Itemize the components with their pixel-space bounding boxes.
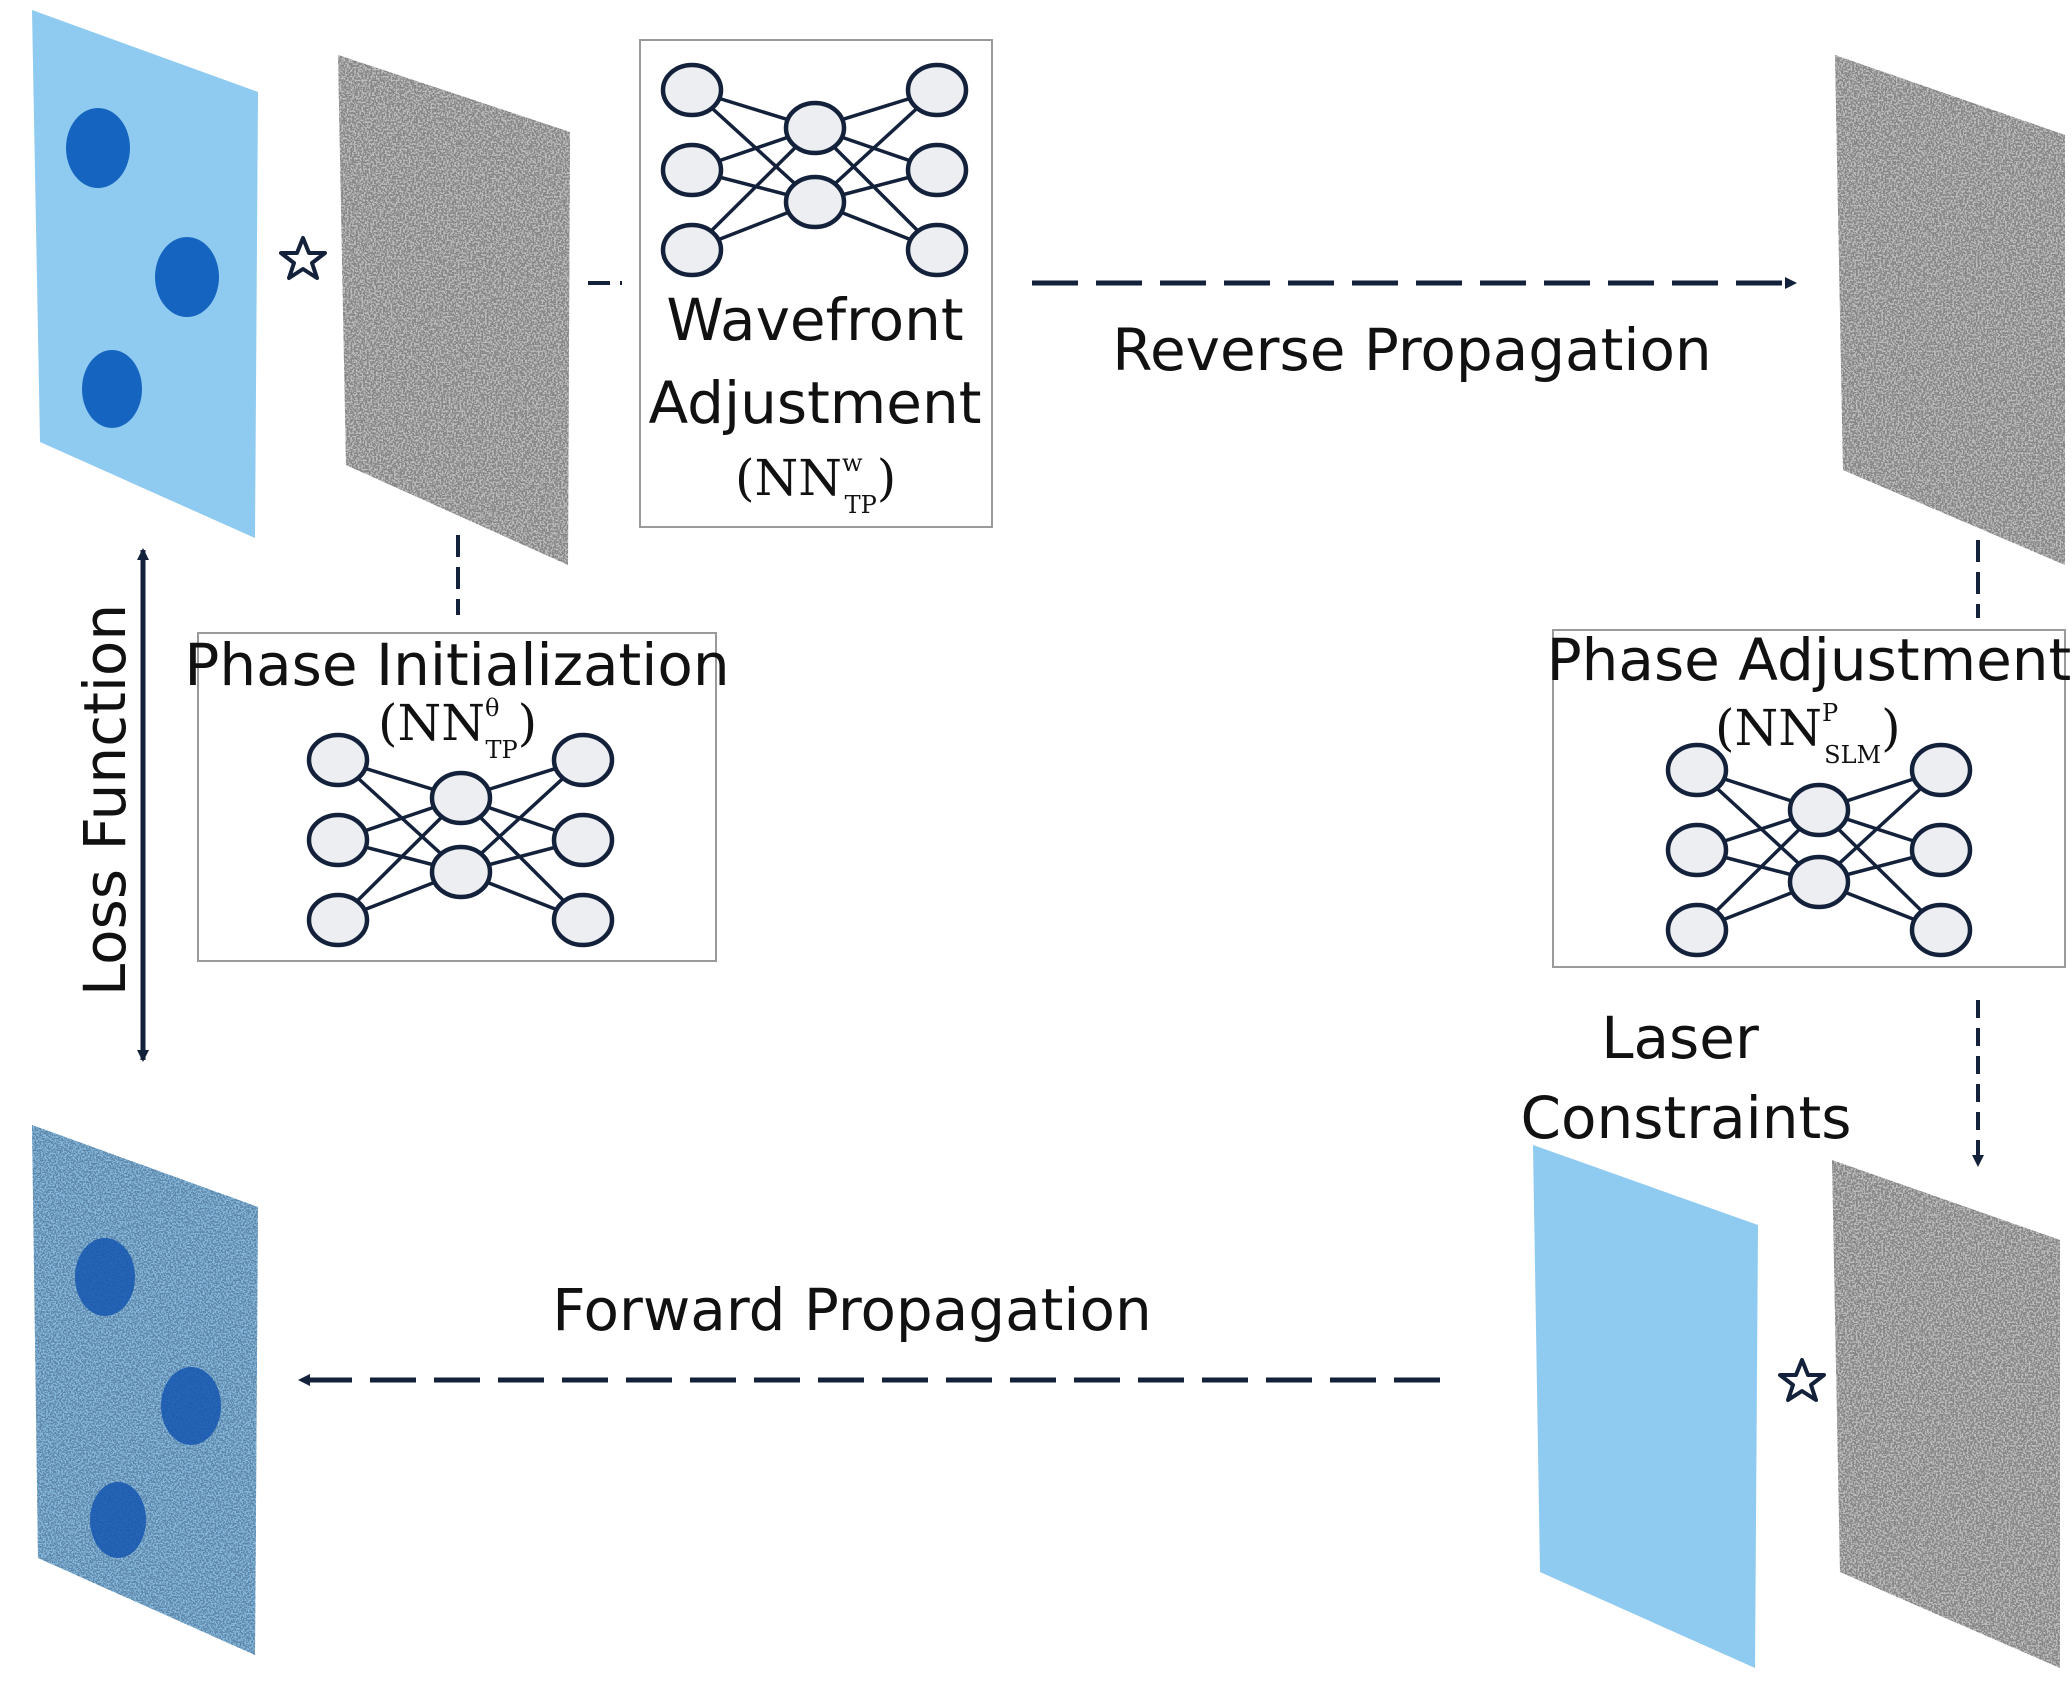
reverse-propagation-label: Reverse Propagation [1112, 316, 1711, 384]
reconstructed-spot [75, 1238, 135, 1316]
target-intensity-plane [32, 10, 258, 538]
neural-network-icon [660, 62, 969, 278]
laser-constraints-label-line1: Laser [1601, 1004, 1759, 1072]
star-icon [279, 236, 327, 280]
phase-plane-tp [338, 55, 570, 565]
laser-beam-plane [1533, 1145, 1758, 1668]
slm-phase-plane [1832, 1160, 2060, 1668]
neural-network-icon [1665, 742, 1973, 958]
star-icon [1778, 1358, 1826, 1402]
wavefront-label-line1: Wavefront [666, 286, 963, 354]
phase-adjustment-label: Phase Adjustment [1547, 626, 2072, 694]
reconstructed-intensity-plane [32, 1125, 258, 1655]
reconstructed-spot [161, 1367, 221, 1445]
phase-initialization-label: Phase Initialization [184, 631, 729, 699]
reconstructed-spot [90, 1482, 146, 1558]
target-spot [66, 108, 130, 188]
loss-function-label: Loss Function [71, 604, 139, 996]
wavefront-label-line2: Adjustment [649, 369, 982, 437]
laser-constraints-label-line2: Constraints [1521, 1084, 1852, 1152]
phase-plane-slm [1835, 55, 2065, 565]
target-spot [82, 350, 142, 428]
target-spot [155, 237, 219, 317]
neural-network-icon [306, 732, 615, 948]
forward-propagation-label: Forward Propagation [552, 1276, 1152, 1344]
